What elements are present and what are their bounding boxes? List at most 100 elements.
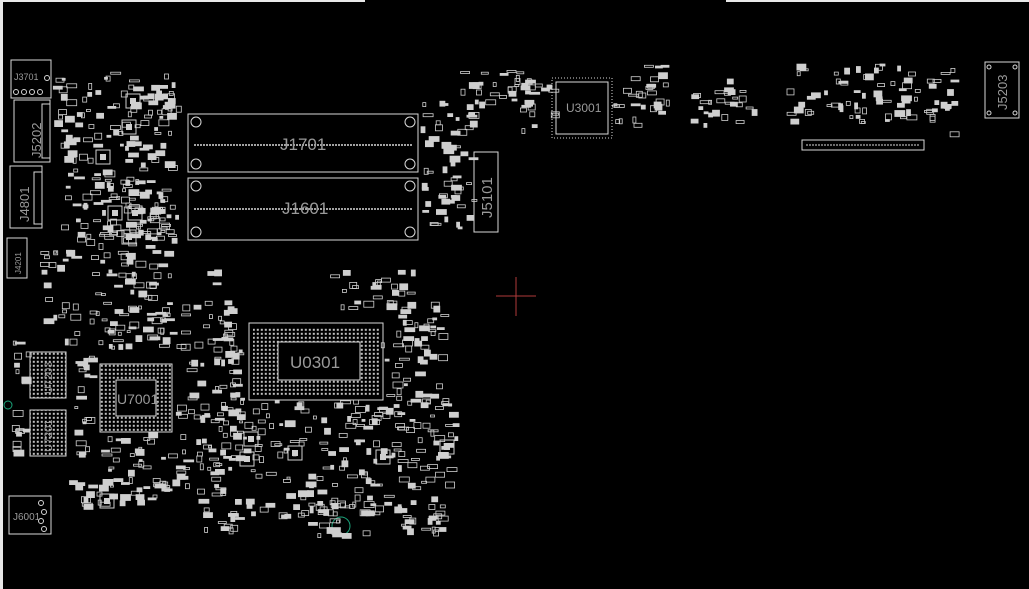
smd-component[interactable] [712, 109, 720, 117]
smd-component[interactable] [373, 458, 378, 464]
smd-component[interactable] [660, 64, 670, 68]
smd-component[interactable] [269, 423, 275, 430]
smd-component[interactable] [435, 520, 441, 525]
smd-component[interactable] [345, 422, 357, 429]
chip-u0301-cpu[interactable]: U0301 [248, 322, 384, 401]
smd-component[interactable] [233, 369, 243, 375]
smd-component[interactable] [74, 331, 81, 337]
smd-component[interactable] [838, 81, 849, 84]
smd-component[interactable] [457, 128, 468, 136]
smd-component[interactable] [430, 222, 442, 226]
smd-component[interactable] [128, 84, 135, 90]
smd-component[interactable] [422, 113, 434, 118]
smd-component[interactable] [100, 231, 111, 235]
smd-component[interactable] [204, 527, 209, 533]
smd-component[interactable] [402, 515, 412, 518]
smd-component[interactable] [230, 397, 237, 401]
smd-component[interactable] [445, 481, 456, 489]
smd-component[interactable] [75, 440, 87, 447]
smd-component[interactable] [126, 176, 135, 182]
smd-component[interactable] [515, 75, 520, 82]
smd-component[interactable] [525, 90, 531, 95]
smd-component[interactable] [400, 508, 408, 513]
smd-component[interactable] [175, 214, 180, 220]
smd-component[interactable] [897, 102, 905, 108]
smd-component[interactable] [489, 92, 500, 97]
smd-component[interactable] [196, 455, 203, 463]
smd-component[interactable] [415, 390, 424, 398]
smd-component[interactable] [183, 459, 195, 463]
smd-component[interactable] [95, 292, 103, 296]
smd-component[interactable] [44, 255, 50, 260]
smd-component[interactable] [151, 84, 161, 91]
smd-component[interactable] [374, 511, 381, 516]
smd-component[interactable] [164, 318, 175, 322]
smd-component[interactable] [385, 407, 394, 415]
smd-component[interactable] [61, 77, 66, 81]
smd-component[interactable] [72, 203, 82, 207]
smd-component[interactable] [147, 317, 155, 322]
smd-component[interactable] [73, 137, 81, 143]
smd-component[interactable] [58, 86, 68, 94]
smd-component[interactable] [53, 250, 58, 254]
smd-component[interactable] [58, 109, 67, 115]
smd-component[interactable] [397, 412, 406, 416]
smd-component[interactable] [16, 431, 22, 437]
smd-component[interactable] [104, 170, 116, 178]
smd-component[interactable] [121, 437, 131, 444]
smd-component[interactable] [239, 420, 244, 424]
smd-component[interactable] [445, 455, 452, 459]
smd-component[interactable] [337, 500, 347, 508]
smd-component[interactable] [184, 483, 190, 490]
smd-component[interactable] [856, 66, 861, 73]
smd-component[interactable] [89, 375, 98, 379]
smd-component[interactable] [407, 462, 418, 469]
smd-component[interactable] [135, 335, 143, 343]
smd-component[interactable] [43, 282, 52, 289]
smd-component[interactable] [215, 271, 221, 275]
smd-component[interactable] [726, 78, 734, 85]
smd-component[interactable] [452, 423, 460, 428]
smd-component[interactable] [212, 389, 223, 394]
smd-component[interactable] [130, 289, 135, 295]
smd-component[interactable] [885, 113, 892, 121]
smd-component[interactable] [200, 362, 205, 367]
smd-component[interactable] [130, 102, 142, 110]
smd-component[interactable] [423, 323, 430, 327]
smd-component[interactable] [438, 333, 449, 340]
smd-component[interactable] [88, 484, 99, 489]
smd-component[interactable] [392, 381, 404, 389]
smd-component[interactable] [154, 202, 159, 208]
smd-component[interactable] [224, 321, 233, 328]
smd-component[interactable] [845, 101, 851, 106]
smd-component[interactable] [440, 314, 450, 317]
smd-component[interactable] [341, 533, 352, 539]
smd-component[interactable] [468, 112, 476, 117]
smd-component[interactable] [466, 214, 475, 221]
smd-component[interactable] [63, 141, 70, 149]
smd-component[interactable] [940, 72, 951, 75]
smd-component[interactable] [180, 330, 191, 335]
inductor-footprint[interactable] [127, 205, 143, 221]
smd-component[interactable] [751, 109, 758, 116]
smd-component[interactable] [214, 358, 221, 366]
smd-component[interactable] [168, 453, 178, 459]
smd-component[interactable] [43, 318, 55, 325]
smd-component[interactable] [135, 180, 146, 185]
smd-component[interactable] [148, 100, 159, 106]
smd-component[interactable] [633, 122, 643, 128]
smd-component[interactable] [191, 359, 199, 367]
smd-component[interactable] [108, 468, 112, 472]
smd-component[interactable] [159, 85, 169, 89]
smd-component[interactable] [235, 455, 246, 462]
smd-component[interactable] [434, 124, 443, 132]
smd-component[interactable] [94, 181, 105, 189]
smd-component[interactable] [82, 421, 87, 425]
smd-component[interactable] [203, 507, 210, 513]
smd-component[interactable] [219, 320, 225, 325]
smd-component[interactable] [161, 188, 172, 192]
smd-component[interactable] [135, 179, 140, 186]
smd-component[interactable] [66, 249, 76, 257]
smd-component[interactable] [699, 100, 711, 105]
